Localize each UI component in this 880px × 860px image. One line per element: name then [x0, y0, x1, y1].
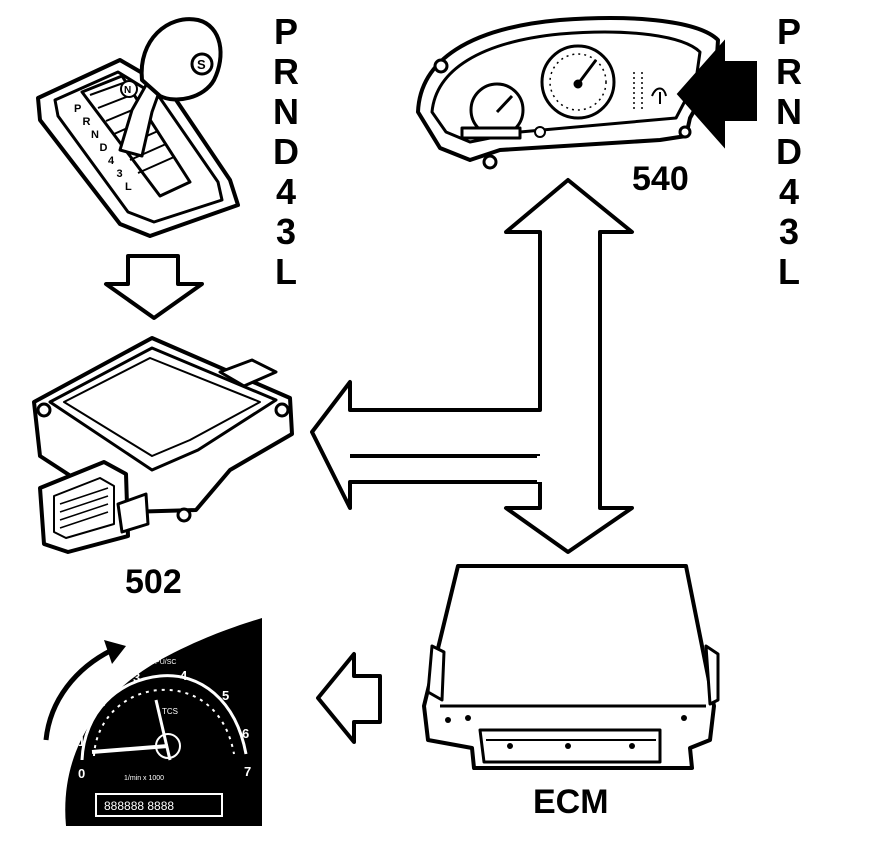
- tach-scale-number: 7: [244, 764, 251, 779]
- gear-right-2: N: [776, 91, 802, 132]
- gear-right-5: 3: [778, 211, 800, 252]
- tach-top-text: CPU/SC: [150, 659, 176, 666]
- gear-left-3: D: [273, 131, 299, 172]
- gear-right-4: 4: [778, 171, 800, 212]
- indicator-arrow-icon: [676, 39, 757, 149]
- odometer-display: 888888 8888: [104, 799, 174, 813]
- gate-letter: D: [100, 142, 108, 154]
- gear-right-1: R: [776, 51, 802, 92]
- gear-left-1: R: [273, 51, 299, 92]
- knob-letter: S: [197, 57, 206, 72]
- tach-scale-number: 1: [78, 734, 85, 749]
- gear-left-6: L: [275, 251, 297, 292]
- tach-scale-number: 4: [180, 668, 188, 683]
- gate-letter: L: [125, 181, 132, 193]
- tach-scale-number: 3: [133, 670, 140, 685]
- gear-right-0: P: [776, 11, 801, 52]
- tachometer-illustration: 0 1 2 3 4 5 6 7 CPU/SC TCS 1/min x 1000 888888 …: [43, 618, 263, 826]
- gate-letter: 3: [117, 168, 123, 180]
- ecm-to-tach-arrow-icon: [316, 652, 382, 744]
- tach-scale-number: 2: [98, 694, 105, 709]
- tach-units-text: 1/min x 1000: [124, 775, 164, 782]
- gear-right-6: L: [778, 251, 800, 292]
- gate-letter: R: [83, 116, 91, 128]
- svg-text:N: N: [124, 85, 131, 96]
- tach-scale-number: 5: [222, 688, 229, 703]
- tach-tcs-text: TCS: [162, 707, 178, 716]
- gear-left-0: P: [273, 11, 298, 52]
- tach-scale-number: 6: [242, 726, 249, 741]
- instrument-cluster-illustration: [416, 16, 720, 170]
- gate-letter: 4: [108, 155, 115, 167]
- tach-scale-number: 0: [78, 766, 85, 781]
- gear-left-5: 3: [275, 211, 297, 252]
- data-bus-arrow-icon: [310, 178, 634, 554]
- gate-letter: N: [91, 129, 99, 141]
- gear-left-2: N: [273, 91, 299, 132]
- shifter-to-tcm-arrow-icon: [104, 254, 204, 320]
- gear-right-3: D: [776, 131, 802, 172]
- tcm-label: 502: [125, 563, 182, 601]
- tcm-module-illustration: [32, 336, 294, 554]
- gear-left-4: 4: [275, 171, 297, 212]
- gate-letter: P: [74, 103, 81, 115]
- ecm-module-illustration: [422, 564, 720, 770]
- cluster-label: 540: [632, 160, 689, 198]
- ecm-label: ECM: [533, 783, 609, 821]
